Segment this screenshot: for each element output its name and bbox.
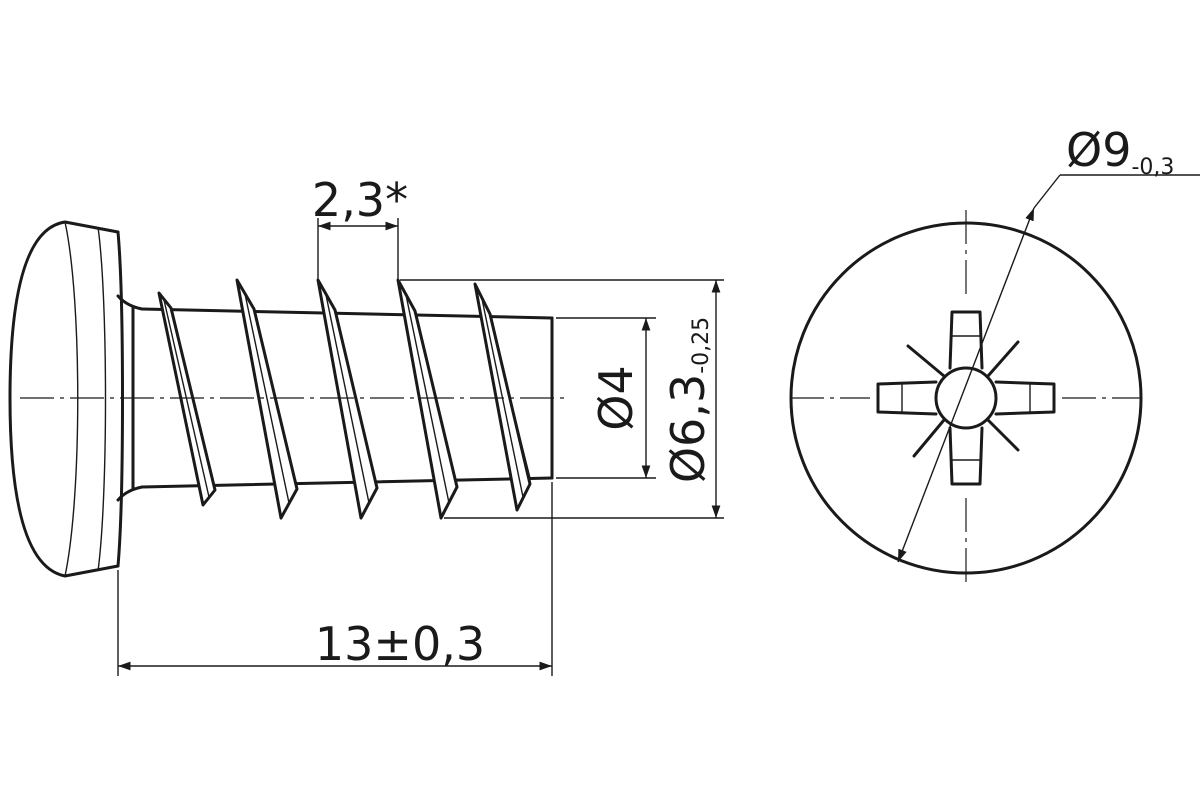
head-diameter-tolerance: -0,3	[1131, 155, 1174, 180]
dimension-outer-diameter: Ø6,3-0,25	[400, 279, 724, 519]
outer-diameter-label: Ø6,3	[661, 374, 715, 483]
core-diameter-label: Ø4	[589, 365, 643, 430]
screw-threads	[157, 278, 532, 520]
screw-side-view	[8, 220, 570, 578]
outer-diameter-tolerance: -0,25	[689, 317, 714, 374]
dimension-length: 13±0,3	[117, 482, 553, 676]
pozidriv-recess	[876, 310, 1056, 486]
svg-text:Ø6,3-0,25: Ø6,3-0,25	[661, 317, 715, 483]
dimension-core-diameter: Ø4	[556, 317, 656, 479]
screw-head-front-view	[789, 210, 1143, 588]
screw-head-side	[8, 220, 144, 578]
head-diameter-label: Ø9	[1066, 123, 1131, 177]
pitch-label: 2,3*	[312, 173, 408, 227]
length-label: 13±0,3	[315, 617, 485, 671]
dimension-head-diameter: Ø9-0,3	[897, 123, 1200, 563]
dimension-pitch: 2,3*	[312, 173, 408, 280]
svg-text:Ø9-0,3: Ø9-0,3	[1066, 123, 1174, 180]
